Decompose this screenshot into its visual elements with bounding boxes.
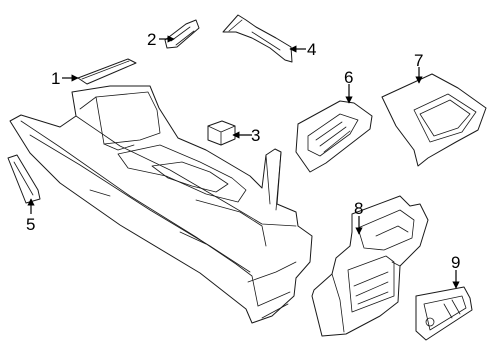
callout-7: 7 bbox=[414, 51, 423, 70]
part-5-side-trim bbox=[7, 154, 41, 204]
part-7-display-panel bbox=[381, 73, 487, 167]
part-8-storage-bin bbox=[311, 195, 429, 337]
callout-2: 2 bbox=[147, 30, 156, 49]
callout-9: 9 bbox=[451, 253, 460, 272]
callout-1: 1 bbox=[51, 69, 60, 88]
callout-5: 5 bbox=[26, 215, 35, 234]
part-9-switch-panel bbox=[415, 286, 473, 341]
part-2-bracket bbox=[164, 19, 200, 49]
callout-labels: 1 2 3 4 5 6 7 8 9 bbox=[26, 30, 460, 272]
callout-8: 8 bbox=[354, 199, 363, 218]
part-4-trim-panel bbox=[222, 14, 293, 63]
callout-4: 4 bbox=[307, 40, 316, 59]
leader-lines bbox=[27, 35, 460, 289]
callout-6: 6 bbox=[344, 68, 353, 87]
floor-console-assembly bbox=[9, 85, 313, 324]
part-6-vent-bezel bbox=[295, 100, 373, 173]
part-1-armrest-trim bbox=[77, 58, 137, 85]
part-3-clip bbox=[207, 120, 236, 146]
callout-3: 3 bbox=[251, 126, 260, 145]
